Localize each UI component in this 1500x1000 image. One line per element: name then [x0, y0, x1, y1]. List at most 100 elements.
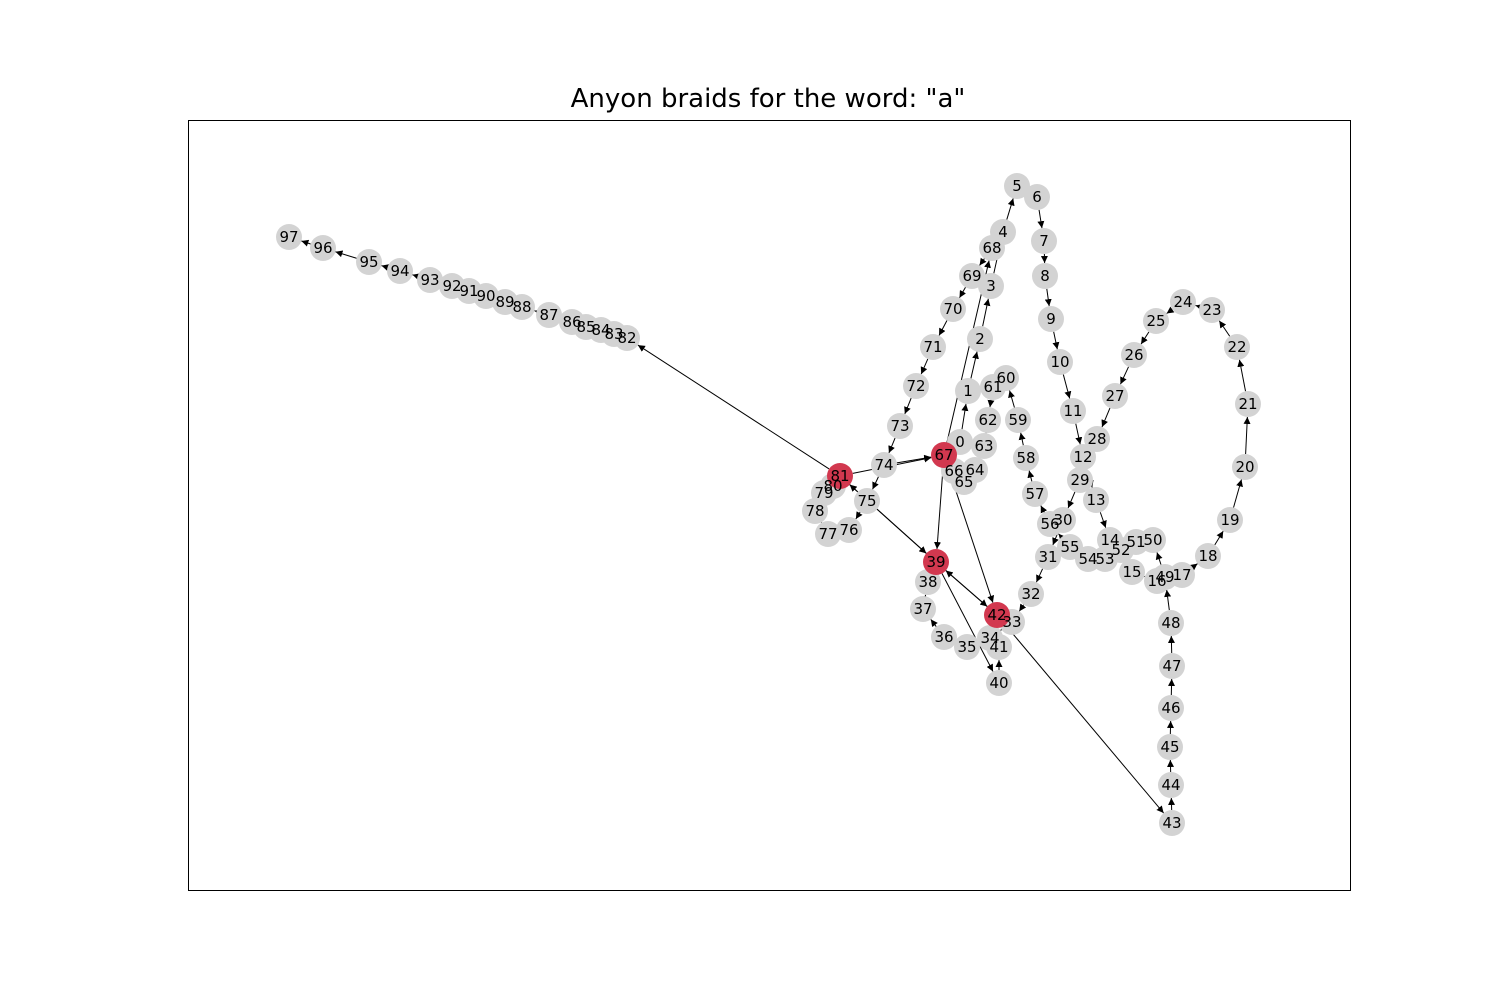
node-8 — [1032, 263, 1058, 289]
edge-58-59 — [1018, 432, 1026, 446]
node-label-73: 73 — [890, 417, 909, 435]
node-label-55: 55 — [1060, 538, 1079, 556]
node-label-32: 32 — [1021, 585, 1040, 603]
node-label-91: 91 — [459, 282, 478, 300]
edge-11-12 — [1075, 423, 1083, 445]
node-2 — [967, 326, 993, 352]
node-label-2: 2 — [975, 330, 985, 348]
node-label-81: 81 — [830, 467, 849, 485]
node-42 — [984, 602, 1010, 628]
node-label-38: 38 — [918, 573, 937, 591]
node-label-35: 35 — [957, 638, 976, 656]
node-81 — [827, 463, 853, 489]
node-label-33: 33 — [1002, 613, 1021, 631]
edge-81-82 — [637, 344, 830, 470]
node-15 — [1119, 559, 1145, 585]
node-35 — [954, 634, 980, 660]
node-label-12: 12 — [1073, 448, 1092, 466]
node-77 — [815, 521, 841, 547]
node-label-52: 52 — [1111, 541, 1130, 559]
node-label-40: 40 — [989, 674, 1008, 692]
node-label-49: 49 — [1155, 568, 1174, 586]
node-56 — [1037, 511, 1063, 537]
node-6 — [1024, 184, 1050, 210]
edge-31-32 — [1035, 568, 1044, 583]
node-23 — [1199, 297, 1225, 323]
node-label-97: 97 — [279, 228, 298, 246]
node-32 — [1018, 581, 1044, 607]
node-62 — [975, 407, 1001, 433]
node-57 — [1022, 481, 1048, 507]
node-label-24: 24 — [1173, 293, 1192, 311]
node-21 — [1235, 391, 1261, 417]
node-label-74: 74 — [874, 456, 893, 474]
node-label-56: 56 — [1040, 515, 1059, 533]
node-label-8: 8 — [1040, 267, 1050, 285]
edge-22-23 — [1218, 320, 1231, 337]
node-61 — [980, 374, 1006, 400]
node-label-67: 67 — [934, 446, 953, 464]
node-label-0: 0 — [955, 433, 965, 451]
node-67 — [931, 442, 957, 468]
edge-73-74 — [888, 437, 896, 454]
edge-13-14 — [1099, 512, 1107, 528]
chart-title: Anyon braids for the word: "a" — [570, 84, 966, 114]
node-label-72: 72 — [906, 377, 925, 395]
edge-72-73 — [904, 397, 912, 415]
node-label-37: 37 — [913, 600, 932, 618]
edge-42-39 — [945, 570, 988, 607]
node-label-25: 25 — [1146, 312, 1165, 330]
node-11 — [1060, 398, 1086, 424]
edge-94-95 — [381, 264, 390, 271]
node-label-3: 3 — [986, 277, 996, 295]
edge-17-18 — [1189, 563, 1198, 571]
node-label-1: 1 — [963, 382, 973, 400]
node-59 — [1005, 407, 1031, 433]
node-47 — [1159, 653, 1185, 679]
node-93 — [417, 267, 443, 293]
node-label-9: 9 — [1046, 310, 1056, 328]
edge-24-25 — [1166, 306, 1175, 314]
node-label-76: 76 — [839, 521, 858, 539]
node-29 — [1067, 467, 1093, 493]
node-label-87: 87 — [539, 306, 558, 324]
node-36 — [931, 624, 957, 650]
edge-32-33 — [1018, 603, 1027, 612]
node-label-28: 28 — [1087, 430, 1106, 448]
node-label-84: 84 — [591, 321, 610, 339]
node-label-22: 22 — [1227, 338, 1246, 356]
node-7 — [1031, 228, 1057, 254]
edge-61-62 — [987, 399, 995, 408]
node-label-92: 92 — [442, 277, 461, 295]
node-49 — [1152, 564, 1178, 590]
node-label-60: 60 — [996, 369, 1015, 387]
node-label-96: 96 — [313, 239, 332, 257]
node-label-70: 70 — [943, 300, 962, 318]
node-95 — [356, 249, 382, 275]
node-label-16: 16 — [1147, 572, 1166, 590]
edge-23-24 — [1195, 303, 1204, 311]
edge-59-60 — [1008, 390, 1015, 408]
node-40 — [986, 670, 1012, 696]
node-label-58: 58 — [1016, 449, 1035, 467]
node-75 — [854, 488, 880, 514]
edge-36-37 — [930, 619, 938, 628]
node-10 — [1047, 349, 1073, 375]
edge-8-9 — [1044, 288, 1052, 307]
node-38 — [915, 569, 941, 595]
node-70 — [940, 296, 966, 322]
edge-96-97 — [301, 239, 311, 247]
edge-75-76 — [855, 511, 863, 520]
node-label-78: 78 — [805, 502, 824, 520]
node-31 — [1035, 544, 1061, 570]
node-1 — [955, 378, 981, 404]
node-label-50: 50 — [1143, 531, 1162, 549]
node-74 — [871, 452, 897, 478]
edge-49-50 — [1155, 552, 1163, 565]
node-69 — [959, 263, 985, 289]
node-label-5: 5 — [1012, 177, 1022, 195]
plot-frame — [188, 120, 1351, 891]
node-9 — [1038, 306, 1064, 332]
edge-0-1 — [961, 403, 969, 430]
node-label-46: 46 — [1161, 699, 1180, 717]
